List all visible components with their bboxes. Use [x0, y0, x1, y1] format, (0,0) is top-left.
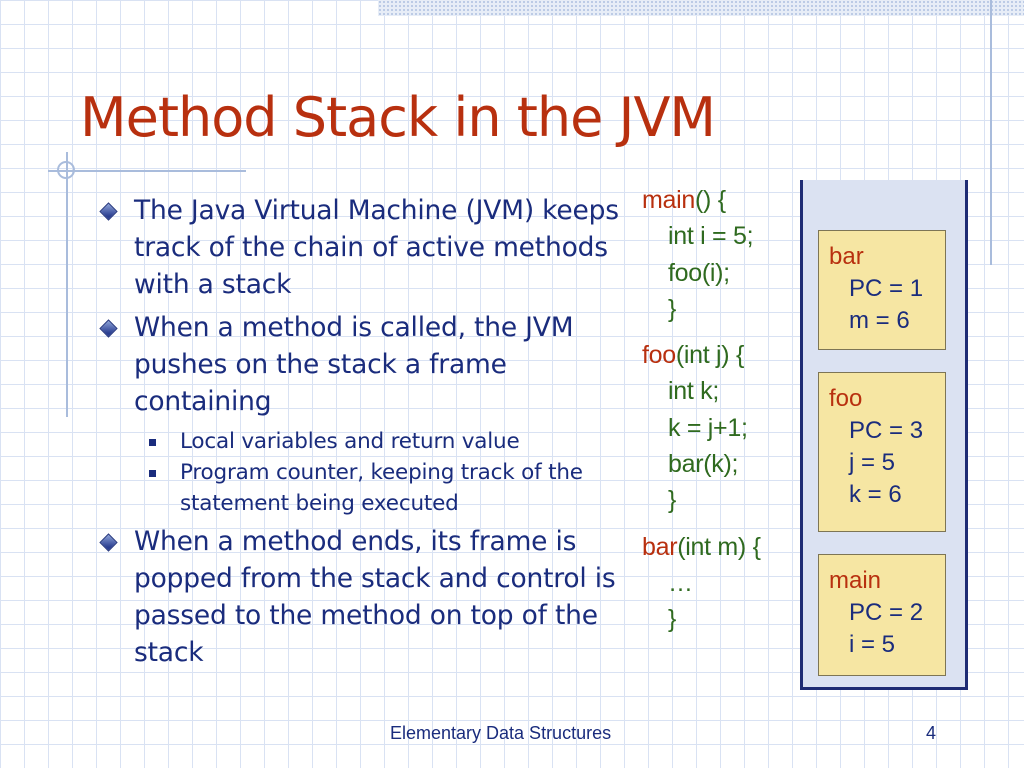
method-params: () {	[695, 186, 726, 214]
decorative-top-band	[378, 0, 1024, 16]
frame-variable: j = 5	[849, 449, 896, 476]
frame-variable: i = 5	[849, 631, 896, 658]
bullet-text: The Java Virtual Machine (JVM) keeps tra…	[134, 195, 619, 300]
bullet-item: When a method is called, the JVM pushes …	[98, 309, 620, 420]
code-method-signature: main() {	[642, 182, 761, 218]
code-line: int i = 5;	[668, 222, 754, 251]
frame-name: main	[829, 567, 882, 594]
stack-frame-main: main PC = 2 i = 5	[818, 554, 946, 676]
subbullet-item: Local variables and return value	[98, 426, 620, 457]
method-name: bar	[642, 532, 678, 561]
square-bullet-icon	[149, 470, 156, 477]
code-line: int k;	[668, 377, 719, 406]
method-name: foo	[642, 341, 676, 370]
code-line: …	[668, 568, 693, 597]
code-line: k = j+1;	[668, 413, 748, 442]
frame-variable: PC = 2	[849, 599, 924, 626]
frame-variable: k = 6	[849, 481, 902, 508]
code-close-brace: }	[668, 605, 677, 634]
bullet-item: The Java Virtual Machine (JVM) keeps tra…	[98, 192, 620, 303]
subbullet-list: Local variables and return value Program…	[98, 426, 620, 519]
code-method-signature: bar(int m) {	[642, 529, 761, 565]
subbullet-text: Local variables and return value	[180, 429, 520, 454]
decorative-circle	[57, 161, 75, 179]
method-params: (int j) {	[675, 341, 745, 370]
code-listing: main() { int i = 5; foo(i); } foo(int j)…	[642, 182, 761, 638]
bullet-text: When a method is called, the JVM pushes …	[134, 312, 574, 417]
code-line: bar(k);	[668, 450, 739, 479]
bullet-list: The Java Virtual Machine (JVM) keeps tra…	[98, 192, 620, 677]
method-params: (int m) {	[677, 532, 761, 561]
frame-name: foo	[829, 385, 863, 412]
frame-variable: PC = 1	[849, 275, 924, 302]
diamond-bullet-icon	[99, 202, 118, 221]
decorative-right-line	[990, 0, 992, 265]
square-bullet-icon	[149, 439, 156, 446]
diamond-bullet-icon	[99, 319, 118, 338]
code-close-brace: }	[668, 294, 677, 323]
page-number: 4	[926, 723, 937, 743]
code-method-signature: foo(int j) {	[642, 337, 761, 373]
frame-variable: PC = 3	[849, 417, 924, 444]
subbullet-text: Program counter, keeping track of the st…	[180, 460, 583, 516]
stack-frame-bar: bar PC = 1 m = 6	[818, 230, 946, 350]
subbullet-item: Program counter, keeping track of the st…	[98, 457, 620, 519]
frame-variable: m = 6	[849, 307, 910, 334]
bullet-text: When a method ends, its frame is popped …	[134, 526, 616, 668]
slide-title: Method Stack in the JVM	[80, 86, 716, 149]
decorative-title-underline	[48, 170, 246, 172]
code-close-brace: }	[668, 486, 677, 515]
stack-frame-foo: foo PC = 3 j = 5 k = 6	[818, 372, 946, 532]
bullet-item: When a method ends, its frame is popped …	[98, 523, 620, 671]
footer-title: Elementary Data Structures	[390, 723, 612, 743]
frame-name: bar	[829, 243, 864, 270]
code-line: foo(i);	[668, 258, 730, 287]
decorative-left-line	[66, 152, 68, 417]
diamond-bullet-icon	[99, 533, 118, 552]
method-name: main	[642, 186, 695, 214]
